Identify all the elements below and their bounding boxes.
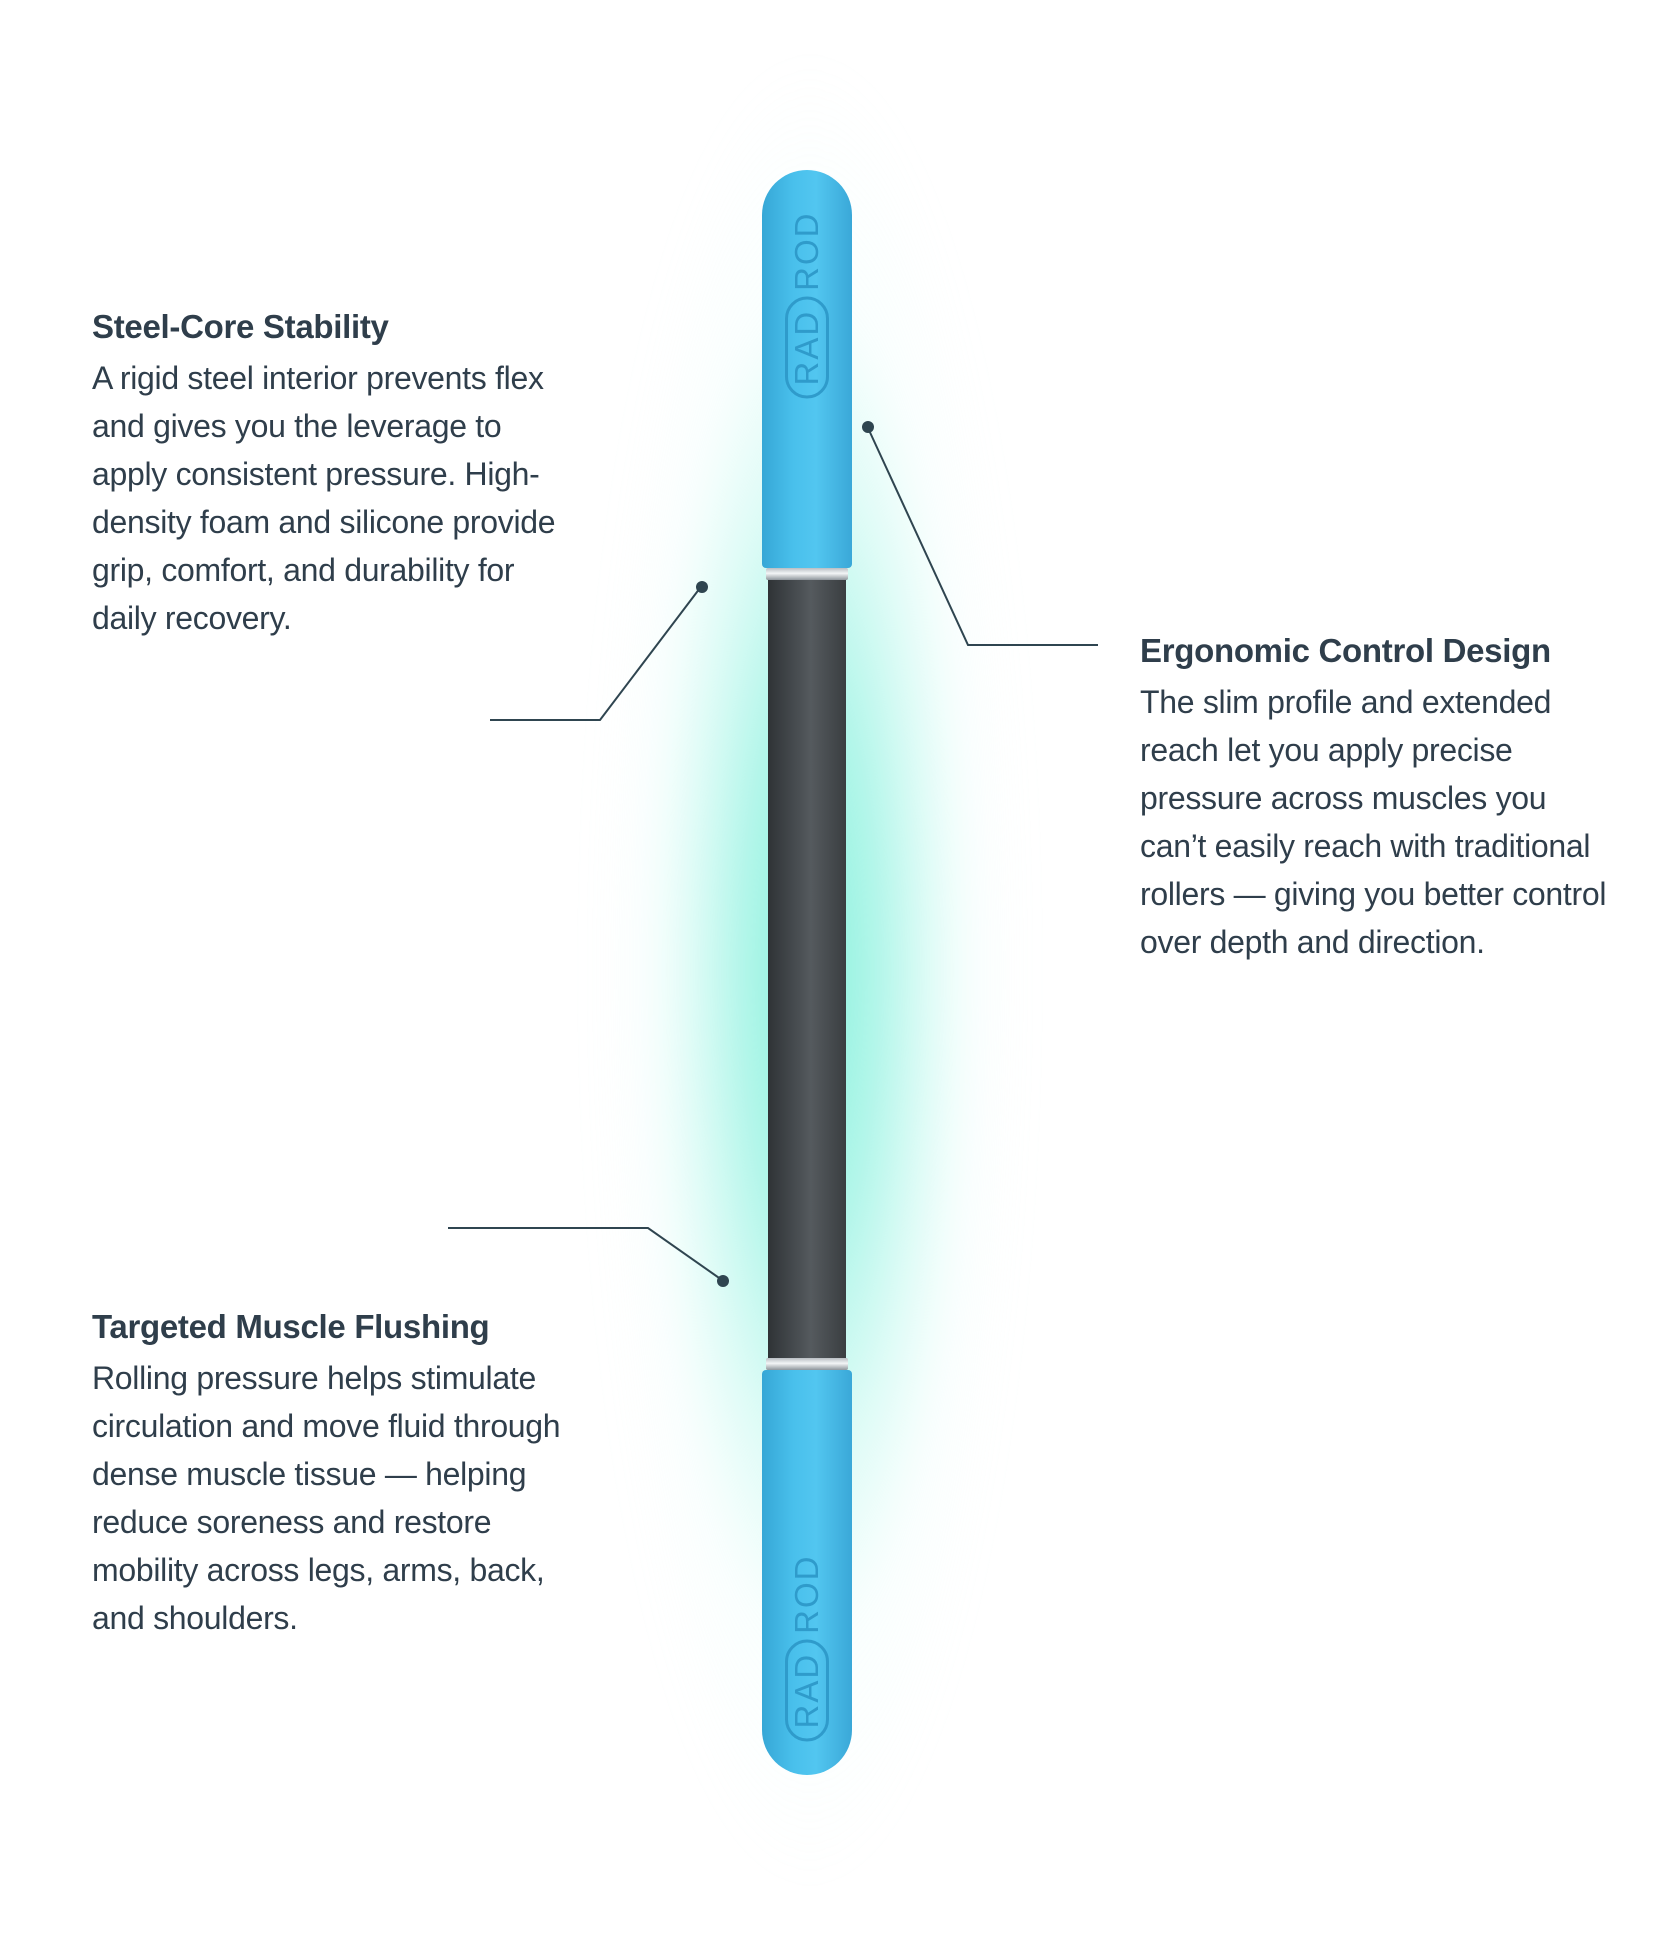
callout-targeted-muscle-flushing: Targeted Muscle Flushing Rolling pressur… (92, 1306, 572, 1642)
callout-title: Ergonomic Control Design (1140, 632, 1551, 669)
callout-body: Rolling pressure helps stimulate circula… (92, 1360, 561, 1636)
massage-rod-image: RAD ROD RAD ROD (762, 170, 852, 1775)
rod-bottom-cap (762, 1370, 852, 1775)
rod-logo-badge: RAD (785, 296, 829, 399)
rod-logo-badge: RAD (785, 1639, 829, 1742)
rod-logo-top: RAD ROD (785, 211, 829, 399)
callout-body: The slim profile and extended reach let … (1140, 684, 1607, 960)
callout-title: Steel-Core Stability (92, 308, 389, 345)
rod-logo-word: ROD (788, 211, 825, 291)
rod-logo-bottom: RAD ROD (785, 1554, 829, 1742)
callout-steel-core-stability: Steel-Core Stability A rigid steel inter… (92, 306, 572, 642)
rod-shaft (768, 580, 846, 1358)
rod-top-cap (762, 170, 852, 568)
rod-logo-word: ROD (788, 1554, 825, 1634)
rod-bottom-ring (766, 1358, 848, 1370)
callout-title: Targeted Muscle Flushing (92, 1308, 490, 1345)
callout-body: A rigid steel interior prevents flex and… (92, 360, 556, 636)
rod-top-ring (766, 568, 848, 580)
callout-ergonomic-control-design: Ergonomic Control Design The slim profil… (1140, 630, 1610, 966)
